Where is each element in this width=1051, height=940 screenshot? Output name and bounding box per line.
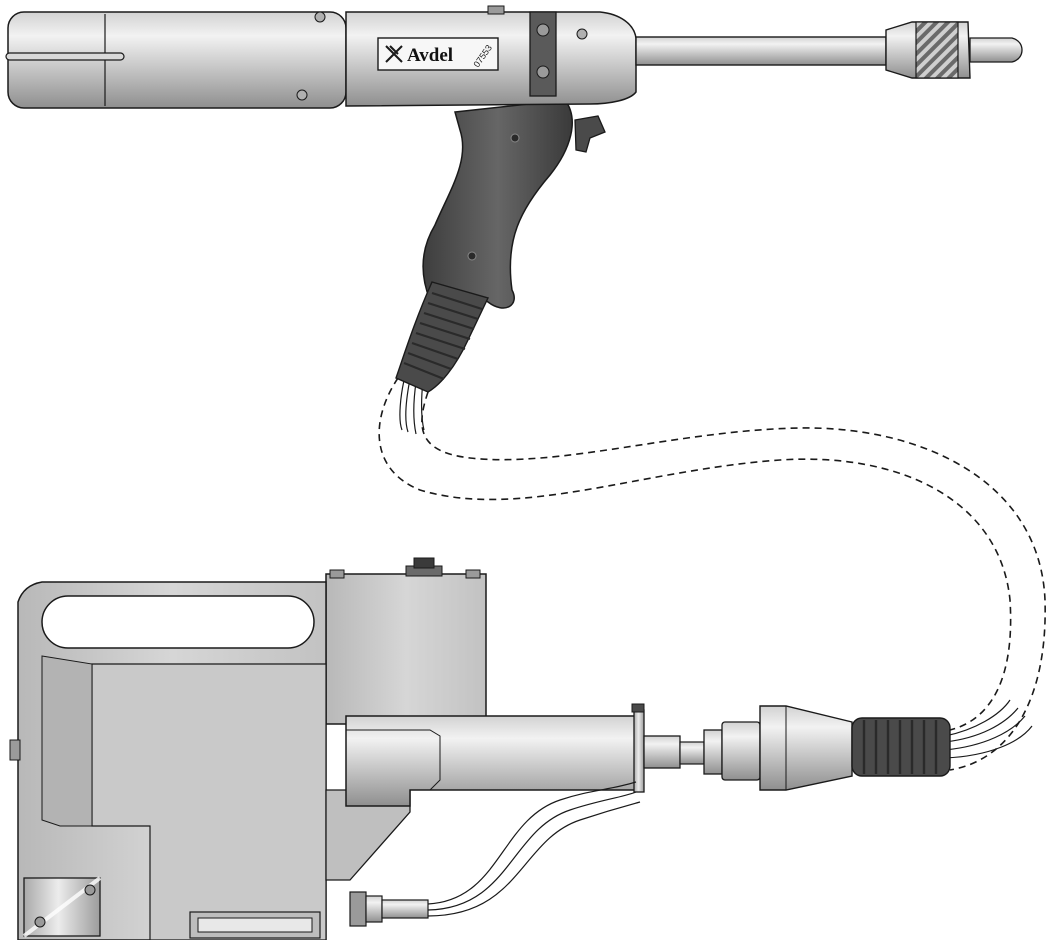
gun-grip: [422, 99, 573, 309]
gun-nose-tube: [635, 36, 887, 66]
power-unit: [9, 557, 951, 940]
unit-thin-hoses: [427, 781, 641, 917]
unit-connector-4: [721, 721, 761, 781]
front-screw: [576, 28, 588, 40]
gun-nose-tip: [969, 37, 1023, 63]
unit-connector-2: [679, 741, 705, 765]
gun-hose-sleeve: [395, 281, 489, 393]
unit-corner-plate: [22, 876, 102, 938]
rear-screw-bottom: [296, 89, 308, 101]
hose-dashed-left: [378, 377, 1046, 771]
brand-plate: Avdel 07553: [377, 37, 499, 71]
unit-handle-opening: [41, 595, 315, 649]
gun-trigger: [574, 115, 606, 153]
unit-connector-3: [703, 729, 723, 775]
rivet-gun: Avdel 07553: [5, 5, 1023, 393]
unit-hose-sleeve: [851, 717, 951, 777]
grip-screw-bottom: [467, 251, 477, 261]
unit-connector-1: [643, 735, 681, 769]
rear-screw-top: [314, 11, 326, 23]
nose-knurl: [915, 21, 959, 79]
unit-collar: [633, 709, 645, 793]
brand-label: Avdel: [407, 45, 453, 66]
grip-screw-top: [510, 133, 520, 143]
unit-top-block: [325, 573, 487, 725]
top-valve-icon: [405, 557, 443, 577]
unit-flared-coupling: [759, 705, 853, 791]
unit-lower-fitting: [349, 891, 429, 927]
hose-strands-coupling: [944, 699, 1033, 759]
brand-logo-icon: [385, 45, 403, 63]
